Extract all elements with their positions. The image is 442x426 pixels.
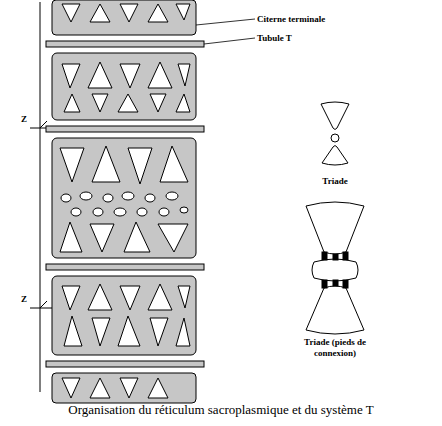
- part-label: Citerne terminale: [257, 14, 377, 25]
- network-holes-part: [62, 286, 80, 310]
- network-holes-part: [62, 4, 80, 22]
- sarcoplasmic-network-part: [52, 0, 196, 35]
- part-label: Triade (pieds de connexion): [290, 337, 380, 359]
- figure-caption: Organisation du réticulum sacroplasmique…: [0, 402, 442, 418]
- sarcoplasmic-network-part: [52, 276, 196, 355]
- t-tubules-part: [46, 264, 204, 270]
- z-brackets-part: [40, 301, 47, 308]
- z-brackets-part: [40, 2, 41, 392]
- network-holes-part: [92, 94, 108, 112]
- sarcoplasmic-network-part: [52, 53, 196, 120]
- z-line-label: Z: [21, 294, 35, 305]
- sarcoplasmic-network-part: [52, 373, 196, 403]
- network-holes-part: [120, 64, 140, 88]
- network-holes-part: [176, 4, 190, 20]
- network-holes-part: [64, 316, 82, 346]
- network-holes-part: [90, 4, 110, 22]
- t-tubules-part: [46, 126, 204, 132]
- triad-small-part: [322, 146, 348, 166]
- network-holes: [60, 4, 190, 398]
- network-holes-part: [158, 224, 188, 252]
- network-holes-part: [120, 378, 138, 398]
- network-holes-part: [150, 318, 168, 346]
- triad-feet-part: [343, 280, 348, 288]
- network-holes-part: [90, 378, 110, 398]
- network-holes-part: [61, 194, 71, 202]
- network-holes-part: [62, 64, 80, 88]
- triad-feet-part: [333, 280, 338, 286]
- network-holes-part: [160, 146, 188, 182]
- z-brackets: [30, 2, 52, 392]
- triad-feet-part: [322, 252, 327, 260]
- network-holes-part: [148, 62, 172, 88]
- triad-feet-part: [343, 252, 348, 260]
- network-holes-part: [159, 208, 169, 216]
- network-holes-part: [148, 284, 172, 310]
- t-tubules: [46, 41, 204, 367]
- t-tubules-part: [46, 41, 204, 47]
- triad-feet-part: [306, 202, 364, 254]
- network-holes-part: [128, 148, 152, 184]
- z-line-label: Z: [21, 114, 35, 125]
- network-holes-part: [176, 94, 190, 112]
- network-holes-part: [118, 316, 140, 346]
- triad-feet: [306, 202, 364, 334]
- network-holes-part: [64, 94, 80, 112]
- network-holes-part: [148, 4, 168, 22]
- triad-feet-part: [312, 259, 358, 281]
- network-holes-part: [92, 318, 110, 346]
- network-holes-part: [124, 222, 150, 252]
- network-holes-part: [137, 208, 147, 216]
- network-holes-part: [178, 64, 190, 86]
- sarcoplasmic-network-part: [52, 138, 196, 258]
- network-holes-part: [148, 378, 168, 398]
- network-holes-part: [122, 192, 134, 200]
- triad-feet-part: [322, 280, 327, 288]
- leader-lines: [196, 19, 255, 44]
- network-holes-part: [62, 378, 80, 398]
- leader-lines-part: [204, 38, 255, 44]
- triad-feet-part: [333, 254, 338, 260]
- network-holes-part: [166, 192, 178, 200]
- part-label: Tubule T: [257, 33, 337, 44]
- network-holes-part: [120, 286, 140, 310]
- triad-feet-part: [306, 286, 364, 334]
- part-label: Triade: [305, 176, 365, 187]
- triad-small: [321, 102, 349, 165]
- network-holes-part: [88, 62, 112, 88]
- network-holes-part: [145, 194, 155, 202]
- network-holes-part: [60, 148, 84, 182]
- network-holes-part: [60, 222, 82, 252]
- network-holes-part: [93, 208, 103, 216]
- leader-lines-part: [196, 19, 255, 25]
- triad-small-part: [331, 134, 339, 142]
- network-holes-part: [114, 208, 126, 216]
- network-holes-part: [80, 192, 92, 200]
- network-holes-part: [88, 284, 112, 310]
- network-holes-part: [150, 94, 166, 112]
- triad-small-part: [321, 102, 349, 130]
- network-holes-part: [178, 286, 190, 308]
- network-holes-part: [118, 94, 138, 112]
- sarcoplasmic-network: [52, 0, 196, 403]
- network-holes-part: [71, 208, 81, 216]
- network-holes-part: [120, 4, 138, 22]
- network-holes-part: [92, 146, 120, 182]
- network-holes-part: [180, 207, 188, 213]
- network-holes-part: [103, 194, 113, 202]
- t-tubules-part: [46, 361, 204, 367]
- network-holes-part: [90, 224, 114, 252]
- network-holes-part: [176, 318, 190, 346]
